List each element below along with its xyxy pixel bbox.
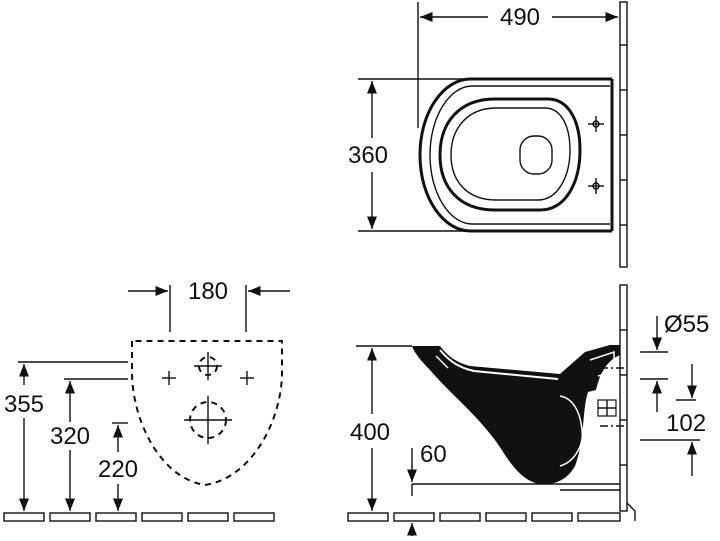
dim-360-label: 360 (348, 142, 388, 169)
top-view-bowl-well (450, 107, 571, 201)
dim-355-label: 355 (4, 391, 44, 418)
front-view: 180 355 320 220 (3, 278, 290, 522)
top-view: 490 360 (348, 1, 628, 268)
dim-220-label: 220 (98, 456, 138, 483)
top-view-fixing-holes (588, 116, 604, 194)
side-view: 400 60 Ø55 102 (347, 284, 709, 536)
dim-102-label: 102 (666, 410, 706, 437)
dim-400-label: 400 (350, 419, 390, 446)
top-view-bowl-outline (418, 77, 612, 233)
top-view-waterhole (519, 135, 553, 175)
dim-180-label: 180 (188, 278, 228, 305)
side-view-bowl-profile (412, 345, 620, 485)
dim-60-label: 60 (420, 441, 447, 468)
side-view-floor (347, 512, 621, 522)
top-view-bowl-inner (429, 85, 610, 225)
front-view-floor (3, 512, 275, 522)
dim-d55-label: Ø55 (664, 311, 709, 338)
dim-490-label: 490 (500, 4, 540, 31)
front-view-fixing-holes (162, 352, 254, 444)
top-view-wall (619, 1, 628, 268)
top-view-rim (438, 97, 582, 212)
side-view-wall (619, 284, 636, 521)
dim-320-label: 320 (50, 423, 90, 450)
front-view-bowl-outline (131, 340, 283, 487)
